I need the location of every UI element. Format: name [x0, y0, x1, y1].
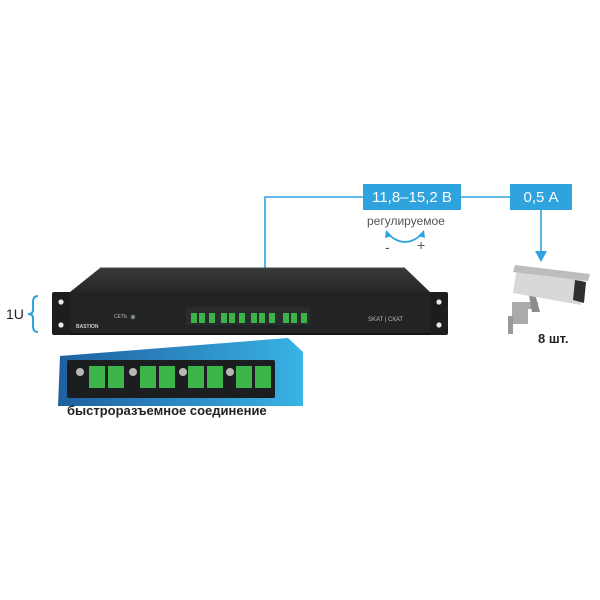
device-terminals [191, 313, 307, 323]
connector-lines [264, 196, 542, 268]
zoomed-terminals [76, 366, 271, 388]
arrow-down-icon [535, 251, 547, 262]
current-output-box: 0,5 А [510, 184, 572, 210]
model-logo: SKAT | СКАТ [368, 317, 404, 323]
rack-unit-label: 1U [6, 306, 24, 322]
rack-unit-brace-icon [27, 295, 39, 333]
network-label: СЕТЬ [114, 314, 128, 320]
cctv-camera-icon [508, 265, 590, 334]
rack-ear-right [430, 292, 448, 335]
camera-count: 8 шт. [538, 331, 569, 346]
adjustable-label: регулируемое [367, 214, 445, 228]
minus-sign: - [385, 239, 390, 255]
brand-logo: BASTION [76, 324, 99, 330]
voltage-value: 11,8–15,2 В [372, 188, 452, 206]
quick-connect-label: быстроразъемное соединение [67, 403, 267, 418]
current-value: 0,5 А [523, 188, 559, 206]
power-led-icon [130, 314, 136, 320]
adjust-arc-icon [387, 233, 423, 243]
rack-power-supply [52, 267, 448, 335]
voltage-output-box: 11,8–15,2 В [363, 184, 461, 210]
plus-sign: + [417, 237, 426, 253]
rack-ear-left [52, 292, 70, 335]
